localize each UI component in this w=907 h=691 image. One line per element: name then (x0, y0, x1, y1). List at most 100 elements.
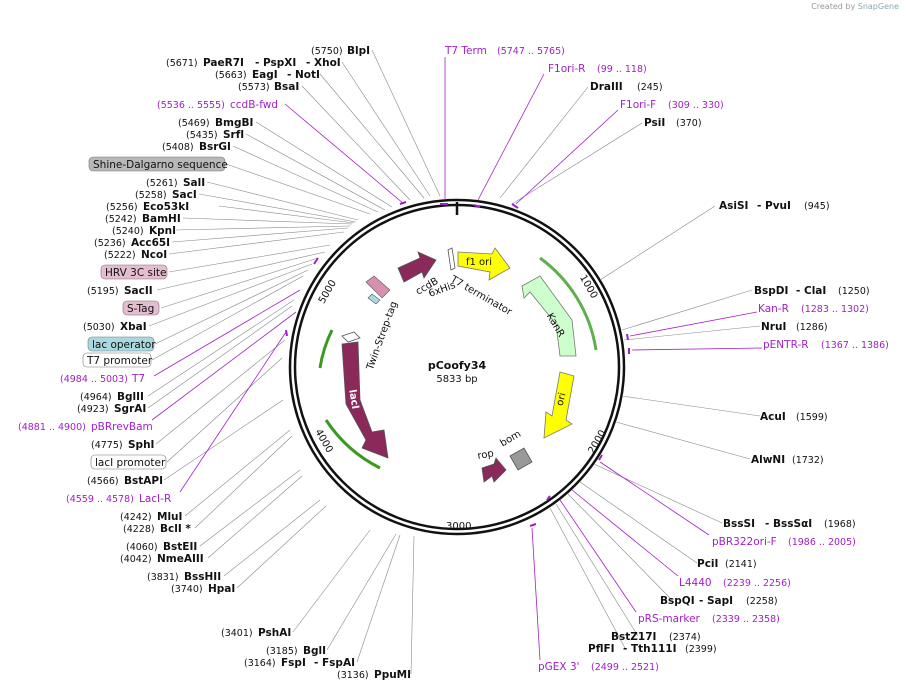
site-bgli[interactable]: BglI (303, 645, 326, 657)
site-pshai[interactable]: PshAI (258, 627, 291, 639)
site-bmgbi[interactable]: BmgBI (215, 117, 253, 129)
site-eco53ki[interactable]: Eco53kI (143, 201, 189, 213)
site-xbai[interactable]: XbaI (120, 321, 147, 333)
site-draiii[interactable]: DraIII (590, 81, 623, 93)
site-nrui[interactable]: NruI (761, 321, 786, 333)
site-ppumi[interactable]: PpuMI (374, 669, 411, 681)
primer-laci-r[interactable]: LacI-R (139, 493, 171, 505)
site-blpi[interactable]: BlpI (347, 45, 370, 57)
site-acc65i[interactable]: Acc65I (131, 237, 170, 249)
primer-pbrrevbam[interactable]: pBRrevBam (91, 421, 153, 433)
site-bamhi[interactable]: BamHI (142, 213, 181, 225)
ccdb-feature[interactable]: ccdB 6xHis (397, 251, 457, 300)
site-noti[interactable]: NotI (295, 69, 320, 81)
site-fspi[interactable]: FspI (281, 657, 306, 669)
site-mlui[interactable]: MluI (157, 511, 182, 523)
bom-feature[interactable]: bom (498, 429, 533, 471)
site-bspdi[interactable]: BspDI (754, 285, 788, 297)
site-bsssi[interactable]: BssSI (723, 518, 755, 530)
site-sacii[interactable]: SacII (124, 285, 153, 297)
site-pos: (5469) (178, 118, 210, 129)
primer-prs-marker[interactable]: pRS-marker (638, 613, 701, 625)
site-pos: (4060) (126, 542, 158, 553)
kanr-feature[interactable]: KanR (521, 275, 577, 357)
site-pos: (5030) (83, 322, 115, 333)
primer-range: (4881 .. 4900) (18, 422, 86, 433)
box-lac-operator[interactable] (87, 336, 155, 352)
box-shine-dalgarno[interactable] (88, 156, 226, 172)
primer-ccdb-fwd[interactable]: ccdB-fwd (230, 99, 278, 111)
primer-range: (1986 .. 2005) (788, 537, 856, 548)
site-bsssai[interactable]: BssSαI (773, 518, 812, 530)
box-s-tag[interactable] (122, 300, 160, 316)
primer-pgex3[interactable]: pGEX 3' (538, 661, 580, 673)
site-bstz17i[interactable]: BstZ17I (611, 631, 656, 643)
box-hrv-3c-site[interactable] (100, 264, 168, 280)
site-bsrgi[interactable]: BsrGI (199, 141, 231, 153)
site-bglii[interactable]: BglII (117, 391, 144, 403)
site-pcii[interactable]: PciI (697, 558, 718, 570)
site-clai[interactable]: ClaI (804, 285, 826, 297)
site-paer7i[interactable]: PaeR7I (203, 57, 244, 69)
box-t7-promoter[interactable] (82, 352, 152, 368)
site-ncoi[interactable]: NcoI (141, 249, 167, 261)
site-hpai[interactable]: HpaI (208, 583, 235, 595)
primer-pentr-r[interactable]: pENTR-R (763, 339, 809, 351)
site-kpni[interactable]: KpnI (149, 225, 176, 237)
site-bsai[interactable]: BsaI (274, 81, 299, 93)
site-fspai[interactable]: FspAI (322, 657, 355, 669)
rop-feature[interactable]: rop (477, 448, 507, 483)
site-sapi[interactable]: SapI (707, 595, 733, 607)
site-asisi[interactable]: AsiSI (719, 200, 748, 212)
site-pvui[interactable]: PvuI (765, 200, 791, 212)
site-pspxi[interactable]: PspXI (263, 57, 296, 69)
ori-label: ori (555, 392, 569, 407)
laci-feature[interactable]: lacI (341, 341, 389, 459)
primer-f1ori-r[interactable]: F1ori-R (548, 63, 585, 75)
site-bstapi[interactable]: BstAPI (124, 475, 163, 487)
backbone-outer (288, 198, 626, 536)
svg-text:-: - (314, 657, 318, 669)
primer-kan-r[interactable]: Kan-R (758, 303, 789, 315)
tick-1000: 1000 (577, 273, 599, 301)
site-psii[interactable]: PsiI (644, 117, 665, 129)
site-eagi[interactable]: EagI (252, 69, 278, 81)
primer-t7-term[interactable]: T7 Term (444, 45, 487, 57)
primer-t7[interactable]: T7 (131, 373, 145, 385)
site-bsteii[interactable]: BstEII (163, 541, 197, 553)
site-acui[interactable]: AcuI (760, 411, 786, 423)
box-laci-promoter[interactable] (90, 454, 167, 470)
site-pos: (5750) (311, 46, 343, 57)
site-pos: (4923) (77, 404, 109, 415)
site-pos: (4964) (80, 392, 112, 403)
f1-ori-feature[interactable]: f1 ori (457, 247, 511, 281)
ori-feature[interactable]: ori (543, 371, 575, 439)
site-pos: (5435) (186, 130, 218, 141)
label-shine-dalgarno: Shine-Dalgarno sequence (93, 159, 228, 171)
site-pos: (5222) (104, 250, 136, 261)
site-pos: (5195) (87, 286, 119, 297)
site-sphi[interactable]: SphI (128, 439, 154, 451)
site-xhoi[interactable]: XhoI (314, 57, 341, 69)
site-bcli[interactable]: BclI * (160, 523, 191, 535)
site-srfi[interactable]: SrfI (223, 129, 244, 141)
site-ársshii[interactable]: BssHII (184, 571, 221, 583)
tag-cluster (365, 275, 391, 299)
tick-3000: 3000 (446, 521, 471, 532)
site-nmeaiii[interactable]: NmeAIII (157, 553, 204, 565)
site-sali[interactable]: SalI (183, 177, 205, 189)
primer-pbr322ori-f[interactable]: pBR322ori-F (712, 536, 777, 548)
boxed-feature-labels: Shine-Dalgarno sequence HRV 3C site S-Ta… (82, 156, 228, 470)
site-pflfi[interactable]: PflFI (588, 643, 615, 655)
site-alwni[interactable]: AlwNI (751, 454, 785, 466)
watermark-brand: SnapGene (857, 2, 899, 11)
site-sgrai[interactable]: SgrAI (114, 403, 146, 415)
primer-l4440[interactable]: L4440 (679, 577, 712, 589)
site-tth111i[interactable]: Tth111I (631, 643, 676, 655)
primer-f1ori-f[interactable]: F1ori-F (620, 99, 656, 111)
site-pos: (4242) (120, 512, 152, 523)
site-saci[interactable]: SacI (172, 189, 197, 201)
site-bspqi[interactable]: BspQI (660, 595, 695, 607)
laci-label: lacI (346, 389, 360, 410)
